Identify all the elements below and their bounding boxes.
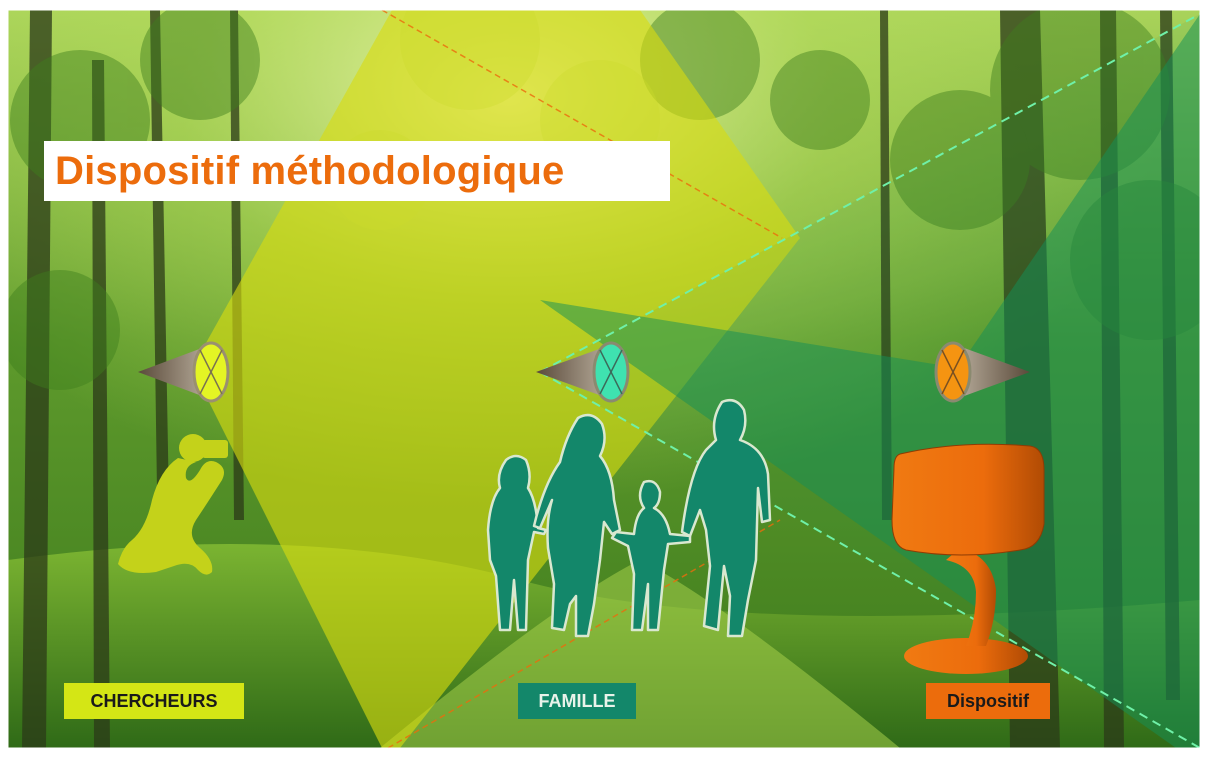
tulip-chair-icon [891, 443, 1045, 674]
beam-edge-bottom-green [539, 371, 1201, 749]
slide-title: Dispositif méthodologique [55, 148, 565, 193]
family-label: FAMILLE [518, 683, 636, 719]
title-box: Dispositif méthodologique [44, 141, 670, 201]
device-gaze-beam [540, 14, 1200, 748]
beam-edge-top-green [539, 13, 1201, 373]
camera-lens-icon [934, 341, 1030, 403]
camera-lens-icon [536, 341, 630, 403]
photographer-silhouette-icon [118, 434, 228, 575]
family-silhouette-icon [486, 399, 772, 638]
beam-edge-bottom [387, 519, 781, 749]
researchers-label: CHERCHEURS [64, 683, 244, 719]
camera-lens-icon [138, 341, 230, 403]
beam-edge-top [381, 9, 783, 239]
device-label: Dispositif [926, 683, 1050, 719]
